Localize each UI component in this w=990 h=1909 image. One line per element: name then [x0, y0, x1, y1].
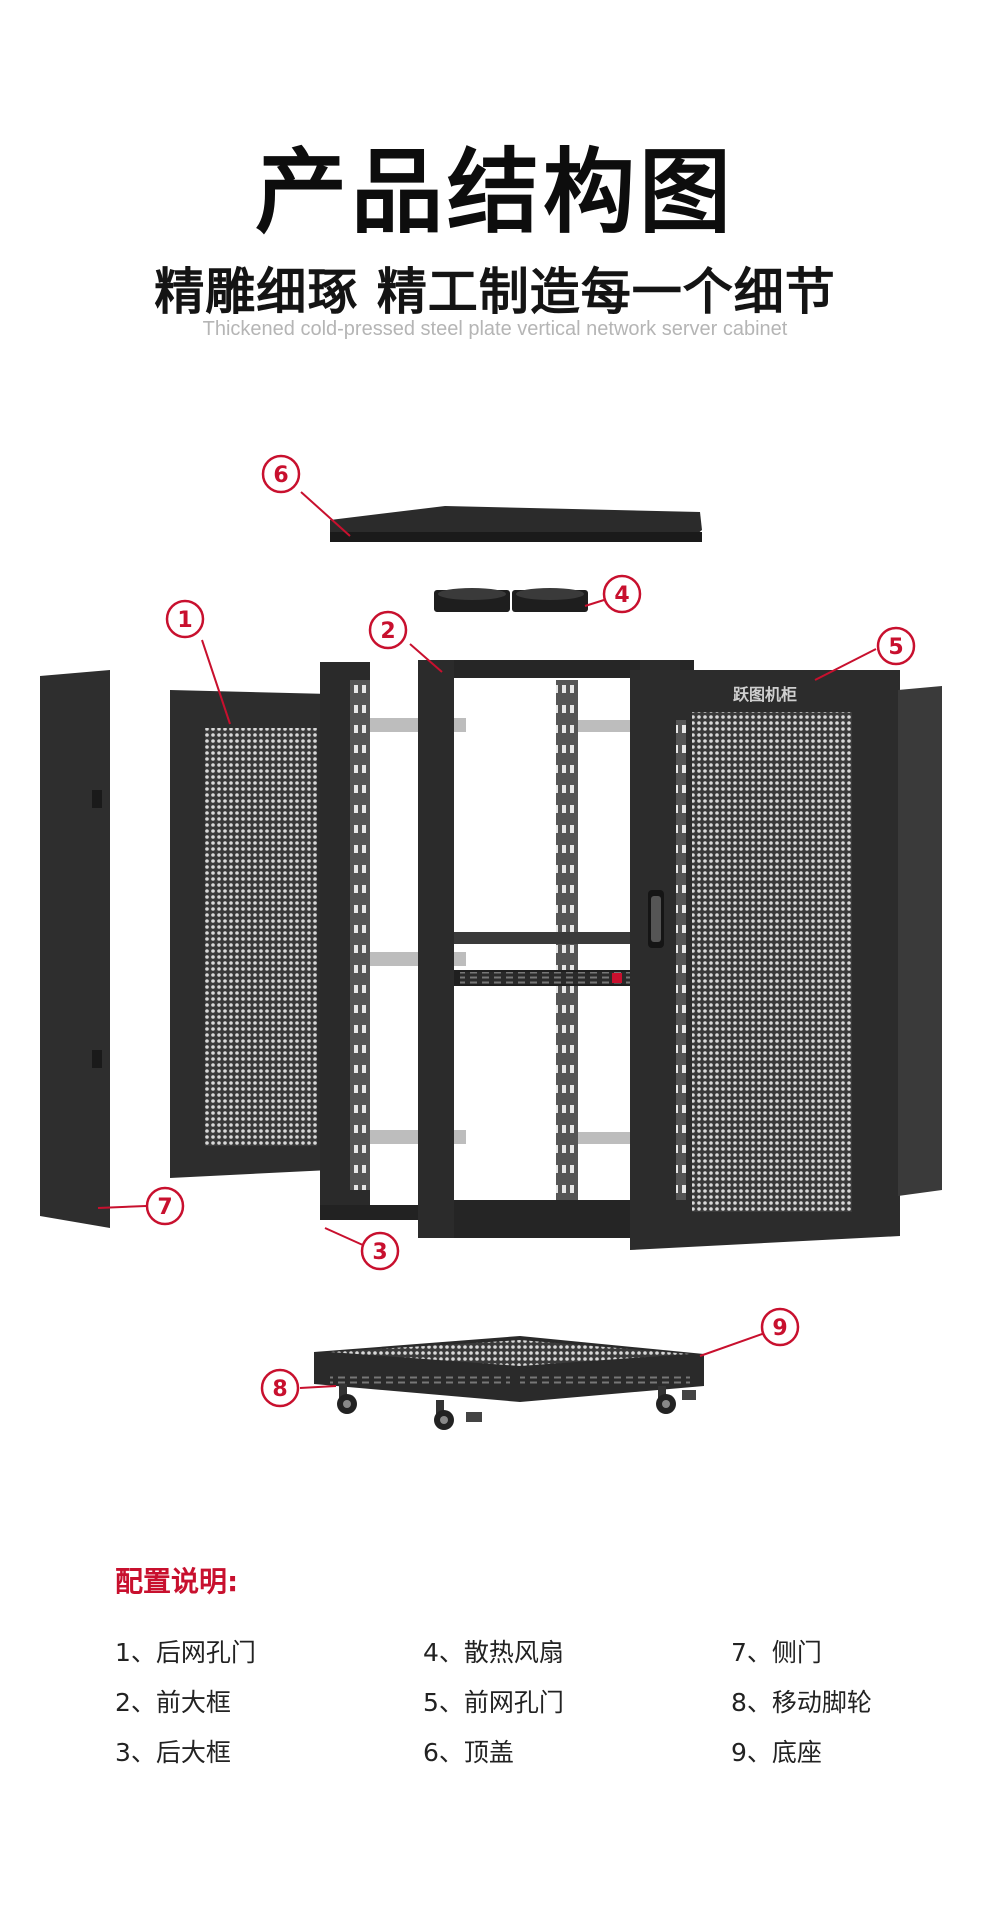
svg-text:3: 3 — [372, 1240, 387, 1265]
brand-label: 跃图机柜 — [733, 685, 797, 704]
callout-7: 7 — [145, 1186, 185, 1226]
svg-text:6: 6 — [273, 463, 288, 488]
config-item: 4、散热风扇 — [423, 1638, 564, 1667]
config-item: 1、后网孔门 — [115, 1638, 256, 1667]
config-item: 7、侧门 — [731, 1638, 822, 1667]
svg-text:2: 2 — [380, 619, 395, 644]
config-item: 8、移动脚轮 — [731, 1688, 872, 1717]
callout-5: 5 — [876, 626, 916, 666]
side-door — [40, 670, 110, 1228]
rear-mesh-door — [170, 690, 330, 1178]
config-item: 6、顶盖 — [423, 1738, 514, 1767]
right-side-panel — [898, 686, 942, 1196]
callout-2: 2 — [368, 610, 408, 650]
svg-text:5: 5 — [888, 635, 903, 660]
svg-text:7: 7 — [157, 1195, 172, 1220]
callout-8: 8 — [260, 1368, 300, 1408]
config-list: 1、后网孔门 4、散热风扇 7、侧门 2、前大框 5、前网孔门 8、移动脚轮 3… — [115, 1638, 935, 1768]
cooling-fans — [434, 588, 588, 612]
top-cover — [330, 506, 702, 542]
leader-lines — [97, 491, 877, 1389]
page-subtitle-english: Thickened cold-pressed steel plate verti… — [202, 318, 788, 340]
page-subtitle: 精雕细琢 精工制造每一个细节 — [154, 263, 836, 321]
front-mesh-door — [630, 670, 900, 1250]
callout-4: 4 — [602, 574, 642, 614]
config-item: 2、前大框 — [115, 1688, 231, 1717]
callout-6: 6 — [261, 454, 301, 494]
svg-text:1: 1 — [177, 608, 192, 633]
page-title: 产品结构图 — [254, 139, 735, 246]
config-item: 9、底座 — [731, 1738, 822, 1767]
callout-1: 1 — [165, 599, 205, 639]
base-with-casters — [314, 1336, 704, 1430]
svg-text:9: 9 — [772, 1316, 787, 1341]
svg-text:4: 4 — [614, 583, 629, 608]
cabinet-exploded-diagram: 跃图机柜 6 4 1 — [40, 454, 942, 1430]
config-item: 5、前网孔门 — [423, 1688, 564, 1717]
callout-3: 3 — [360, 1231, 400, 1271]
callout-9: 9 — [760, 1307, 800, 1347]
config-item: 3、后大框 — [115, 1738, 231, 1767]
config-heading: 配置说明: — [115, 1565, 239, 1598]
svg-text:8: 8 — [272, 1377, 287, 1402]
